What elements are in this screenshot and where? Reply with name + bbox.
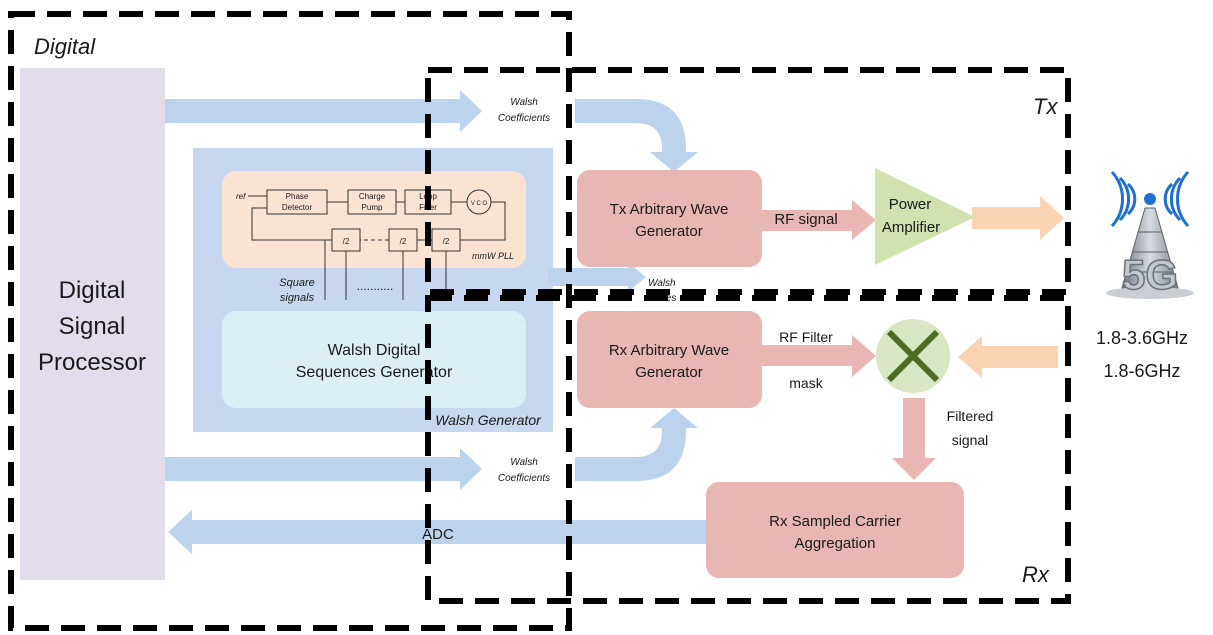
walsh-coefficients-top-arrow [165,90,698,172]
mixer-icon [876,319,950,393]
dsp-label-1: Digital [59,277,126,304]
tx-awg-label-2: Generator [635,223,703,240]
rf-input-arrow [958,336,1058,378]
walsh-series-label-1: Walsh [648,278,676,289]
digital-region-label: Digital [34,34,96,59]
dsp-label-2: Signal [59,313,126,340]
sequences-generator-block [222,311,526,408]
pa-output-arrow [972,196,1064,240]
rx-sca-block [706,482,964,578]
divider-label-2: /2 [400,237,407,246]
walsh-coefficients-bottom-arrow [165,408,698,490]
rf-filter-mask-arrow [762,335,876,377]
sequences-generator-label-1: Walsh Digital [328,342,421,359]
square-signals-label-1: Square [279,277,314,289]
charge-pump-label-2: Pump [362,203,383,212]
rx-region-label: Rx [1022,562,1050,587]
square-signals-label-2: signals [280,292,315,304]
square-signals-dots: ........... [357,279,394,293]
power-amplifier-label-2: Amplifier [882,219,940,236]
adc-arrow [168,510,706,554]
walsh-coefficients-top-label-1: Walsh [510,97,538,108]
rf-filter-label: RF Filter [779,329,833,345]
frequency-label-2: 1.8-6GHz [1103,361,1180,381]
tx-region-label: Tx [1033,94,1058,119]
rx-awg-label-1: Rx Arbitrary Wave [609,342,729,359]
mask-label: mask [789,375,823,391]
vco-label: V C O [471,201,488,207]
filtered-label-1: Filtered [947,408,994,424]
charge-pump-label-1: Charge [359,192,386,201]
antenna-5g-label: 5G [1122,251,1178,298]
divider-label-1: /2 [343,237,350,246]
rx-sca-label-1: Rx Sampled Carrier [769,513,901,530]
dsp-label-3: Processor [38,349,146,376]
tx-awg-block [577,170,762,267]
rx-region [425,295,1071,604]
walsh-coefficients-bottom-label-1: Walsh [510,457,538,468]
walsh-generator-label: Walsh Generator [435,412,542,428]
tx-awg-label-1: Tx Arbitrary Wave [610,201,729,218]
walsh-coefficients-bottom-label-2: Coefficients [498,473,550,484]
digital-region [8,11,572,631]
pll-diagram [248,189,506,300]
divider-label-3: /2 [443,237,450,246]
pll-label: mmW PLL [472,251,514,261]
phase-detector-label-2: Detector [282,203,313,212]
power-amplifier [875,168,975,265]
phase-detector-label-1: Phase [286,192,309,201]
filtered-signal-arrow [892,398,936,480]
walsh-coefficients-top-label-2: Coefficients [498,113,550,124]
pll-ref-label: ref [236,192,246,201]
power-amplifier-label-1: Power [889,196,932,213]
sequences-generator-label-2: Sequences Generator [296,364,453,381]
antenna-tower-icon [1106,170,1194,299]
rf-signal-arrow [762,200,876,240]
rx-awg-block [577,311,762,408]
adc-label: ADC [422,526,454,543]
walsh-series-arrow [548,262,646,292]
frequency-label-1: 1.8-3.6GHz [1096,328,1188,348]
dsp-block [20,68,165,580]
rf-signal-label: RF signal [774,211,837,228]
rx-sca-label-2: Aggregation [795,535,876,552]
rx-awg-label-2: Generator [635,364,703,381]
filtered-label-2: signal [952,432,989,448]
